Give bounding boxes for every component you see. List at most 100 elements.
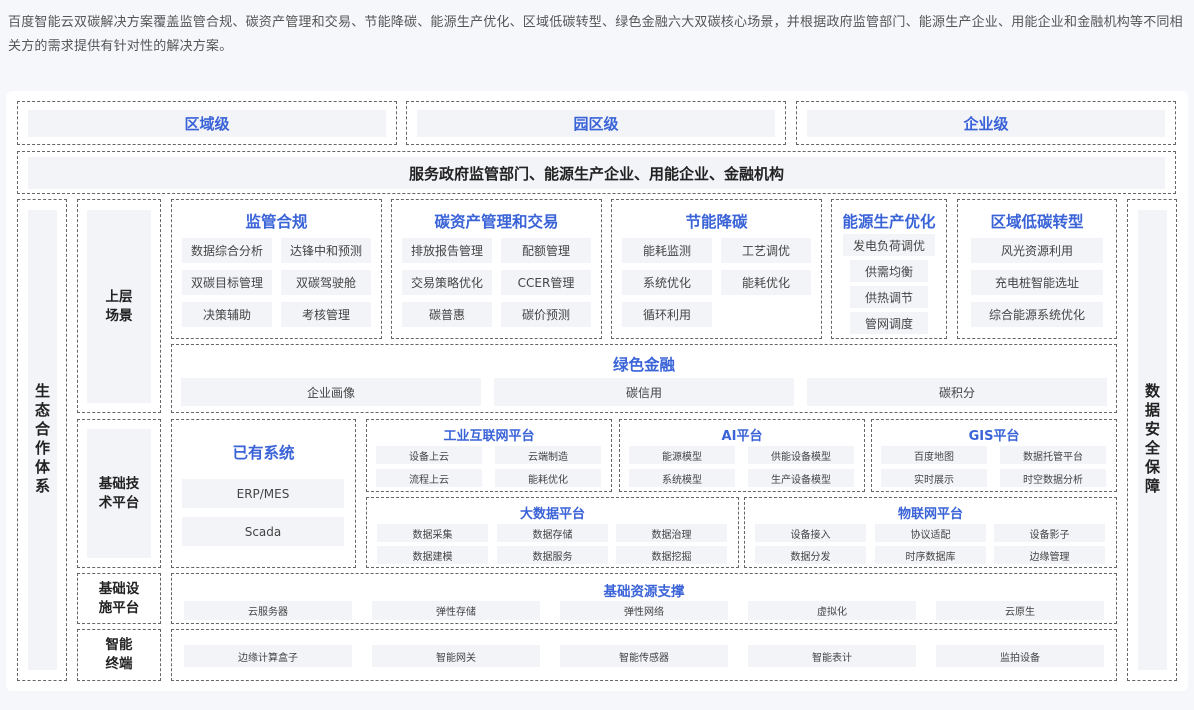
infra-item: 弹性网络 [560,601,728,620]
scene-energy-production: 能源生产优化 发电负荷调优 供需均衡 供热调节 管网调度 [831,199,947,339]
platform-item: 云端制造 [495,446,601,464]
infra-resources: 基础资源支撑 云服务器 弹性存储 弹性网络 虚拟化 云原生 [171,573,1117,624]
platform-title: GIS平台 [968,429,1020,444]
green-finance-item: 碳信用 [494,378,794,406]
tier-park: 园区级 [406,101,786,145]
scene-item: CCER管理 [501,270,591,295]
platform-item: 设备影子 [994,524,1105,542]
infra-item: 云服务器 [184,601,352,620]
scene-item: 双碳目标管理 [182,270,272,295]
scene-item: 能耗优化 [721,270,811,295]
terminal-item: 智能网关 [372,645,540,667]
platform-title: 大数据平台 [519,507,585,522]
existing-title: 已有系统 [232,444,295,462]
platform-title: 工业互联网平台 [443,429,535,444]
platform-item: 数据采集 [377,524,488,542]
scene-item: 能耗监测 [622,238,712,263]
scene-item: 风光资源利用 [971,238,1103,263]
platform-title: AI平台 [721,429,763,444]
platform-item: 百度地图 [881,446,987,464]
platform-item: 数据治理 [616,524,727,542]
terminal-item: 边缘计算盒子 [184,645,352,667]
scene-item: 循环利用 [622,302,712,327]
ecosystem-column: 生态合作体系 [17,199,67,681]
scene-item: 双碳驾驶舱 [281,270,371,295]
row-infra: 基础设 施平台 [77,573,161,624]
scene-regulatory-compliance: 监管合规 数据综合分析 达锋中和预测 双碳目标管理 双碳驾驶舱 决策辅助 考核管… [171,199,382,339]
platform-item: 边缘管理 [994,546,1105,564]
platform-item: 时序数据库 [875,546,986,564]
green-finance-item: 企业画像 [181,378,481,406]
scene-item: 交易策略优化 [402,270,492,295]
platform-iot: 物联网平台 设备接入 协议适配 设备影子 数据分发 时序数据库 边缘管理 [744,497,1117,568]
row-label: 上层 场景 [87,210,151,403]
tier-region: 区域级 [17,101,397,145]
platform-item: 能源模型 [629,446,735,464]
scene-title: 监管合规 [245,213,308,231]
tier-label: 区域级 [28,110,386,137]
infra-item: 弹性存储 [372,601,540,620]
scene-item: 碳普惠 [402,302,492,327]
platform-item: 时空数据分析 [1000,469,1106,487]
platform-item: 协议适配 [875,524,986,542]
platform-item: 实时展示 [881,469,987,487]
scene-item: 达锋中和预测 [281,238,371,263]
terminal-item: 智能表计 [748,645,916,667]
row-label: 基础设 施平台 [98,580,140,616]
row-label: 基础技 术平台 [87,429,151,558]
data-security-label: 数据安全保障 [1138,210,1167,670]
green-finance-item: 碳积分 [807,378,1107,406]
scene-item: 系统优化 [622,270,712,295]
scene-item: 发电负荷调优 [843,234,935,256]
scene-item: 配额管理 [501,238,591,263]
platform-ai: AI平台 能源模型 供能设备模型 系统模型 生产设备模型 [619,419,865,492]
infra-title: 基础资源支撑 [603,584,685,600]
scene-regional-low-carbon: 区域低碳转型 风光资源利用 充电桩智能选址 综合能源系统优化 [957,199,1117,339]
green-finance: 绿色金融 企业画像 碳信用 碳积分 [171,344,1117,413]
scene-energy-saving: 节能降碳 能耗监测 工艺调优 系统优化 能耗优化 循环利用 [611,199,822,339]
platform-industrial-internet: 工业互联网平台 设备上云 云端制造 流程上云 能耗优化 [366,419,612,492]
scene-item: 碳价预测 [501,302,591,327]
scene-item: 考核管理 [281,302,371,327]
platform-item: 数据挖掘 [616,546,727,564]
platform-item: 数据托管平台 [1000,446,1106,464]
intro-text: 百度智能云双碳解决方案覆盖监管合规、碳资产管理和交易、节能降碳、能源生产优化、区… [8,15,1183,54]
scene-item: 排放报告管理 [402,238,492,263]
scene-item: 管网调度 [850,312,928,334]
ecosystem-label: 生态合作体系 [28,210,57,670]
data-security-column: 数据安全保障 [1127,199,1177,681]
row-terminal: 智能 终端 [77,629,161,681]
tier-enterprise: 企业级 [796,101,1176,145]
platform-title: 物联网平台 [897,507,963,522]
terminal-item: 智能传感器 [560,645,728,667]
green-finance-title: 绿色金融 [612,356,675,374]
scene-item: 充电桩智能选址 [971,270,1103,295]
platform-item: 数据存储 [497,524,608,542]
platform-item: 数据服务 [497,546,608,564]
scene-title: 能源生产优化 [842,213,936,231]
infra-item: 云原生 [936,601,1104,620]
platform-item: 数据建模 [377,546,488,564]
platform-item: 数据分发 [755,546,866,564]
scene-item: 综合能源系统优化 [971,302,1103,327]
platform-item: 生产设备模型 [748,469,854,487]
scene-title: 区域低碳转型 [990,213,1084,231]
scene-title: 节能降碳 [685,213,748,231]
scene-item: 决策辅助 [182,302,272,327]
serve-box: 服务政府监管部门、能源生产企业、用能企业、金融机构 [17,151,1176,194]
row-label: 智能 终端 [105,637,133,672]
scene-carbon-assets: 碳资产管理和交易 排放报告管理 配额管理 交易策略优化 CCER管理 碳普惠 碳… [391,199,602,339]
platform-item: 系统模型 [629,469,735,487]
row-base-tech: 基础技 术平台 [77,419,161,568]
row-scenes: 上层 场景 [77,199,161,413]
platform-item: 供能设备模型 [748,446,854,464]
tier-label: 园区级 [417,110,775,137]
platform-item: 设备接入 [755,524,866,542]
existing-item: ERP/MES [182,479,344,508]
platform-gis: GIS平台 百度地图 数据托管平台 实时展示 时空数据分析 [871,419,1117,492]
scene-item: 供热调节 [850,286,928,308]
scene-title: 碳资产管理和交易 [434,213,559,231]
platform-big-data: 大数据平台 数据采集 数据存储 数据治理 数据建模 数据服务 数据挖掘 [366,497,739,568]
infra-item: 虚拟化 [748,601,916,620]
existing-item: Scada [182,517,344,546]
